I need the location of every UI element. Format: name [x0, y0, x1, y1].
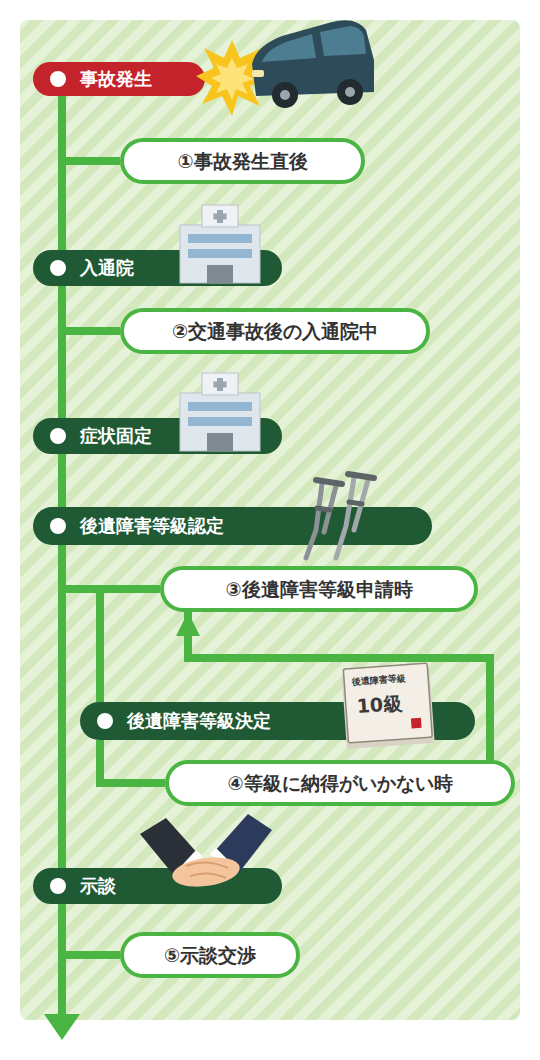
step-label: ①事故発生直後: [177, 150, 307, 173]
stage-pill: 後遺障害等級決定: [80, 702, 475, 740]
hospital-icon: [180, 205, 260, 283]
step-label: 示談: [80, 875, 116, 897]
striped-ground: [20, 20, 520, 1020]
step-label: 入通院: [80, 257, 134, 279]
hospital-icon: [180, 373, 260, 451]
stage-pill: 後遺障害等級認定: [33, 507, 432, 545]
flow-connector: [58, 96, 66, 250]
step-pill: ②交通事故後の入通院中: [120, 308, 430, 354]
step-label: 後遺障害等級決定: [127, 710, 271, 732]
stage-pill: 入通院: [33, 250, 282, 286]
flow-connector: [62, 904, 120, 955]
step-label: ③後遺障害等級申請時: [225, 578, 412, 601]
bullet-dot: [97, 713, 113, 729]
stage-pill: 症状固定: [33, 418, 282, 454]
stage-pill: 事故発生: [33, 62, 205, 96]
grade-certificate: [341, 663, 434, 749]
step-pill: ⑤示談交渉: [120, 932, 300, 978]
bullet-dot: [50, 428, 66, 444]
handshake-icon: [140, 814, 272, 891]
step-label: ④等級に納得がいかない時: [227, 772, 452, 795]
certificate-text: 後遺障害等級: [352, 674, 407, 688]
step-pill: ③後遺障害等級申請時: [160, 566, 478, 612]
step-pill: ①事故発生直後: [120, 138, 365, 184]
step-label: 症状固定: [80, 425, 152, 447]
crutches-icon: [306, 474, 374, 558]
step-label: ⑤示談交渉: [164, 944, 256, 967]
stage-pill: 示談: [33, 868, 282, 904]
bullet-dot: [50, 71, 66, 87]
trunk-arrowhead: [44, 1014, 80, 1040]
flow-connector: [58, 286, 66, 418]
certificate-text: 10級: [356, 693, 403, 717]
bullet-dot: [50, 260, 66, 276]
flow-connector: [62, 96, 120, 161]
flow-connector: [58, 545, 66, 868]
step-label: 事故発生: [80, 68, 152, 90]
car-crash: [196, 20, 374, 116]
flow-connector: [62, 545, 160, 589]
bullet-dot: [50, 878, 66, 894]
flow-connector: [58, 454, 66, 507]
bullet-dot: [50, 518, 66, 534]
step-label: ②交通事故後の入通院中: [172, 320, 378, 343]
step-label: 後遺障害等級認定: [80, 515, 224, 537]
flow-connector: [62, 286, 120, 331]
flow-connector: [100, 740, 165, 783]
flow-connector: [62, 545, 100, 702]
step-pill: ④等級に納得がいかない時: [165, 760, 515, 806]
